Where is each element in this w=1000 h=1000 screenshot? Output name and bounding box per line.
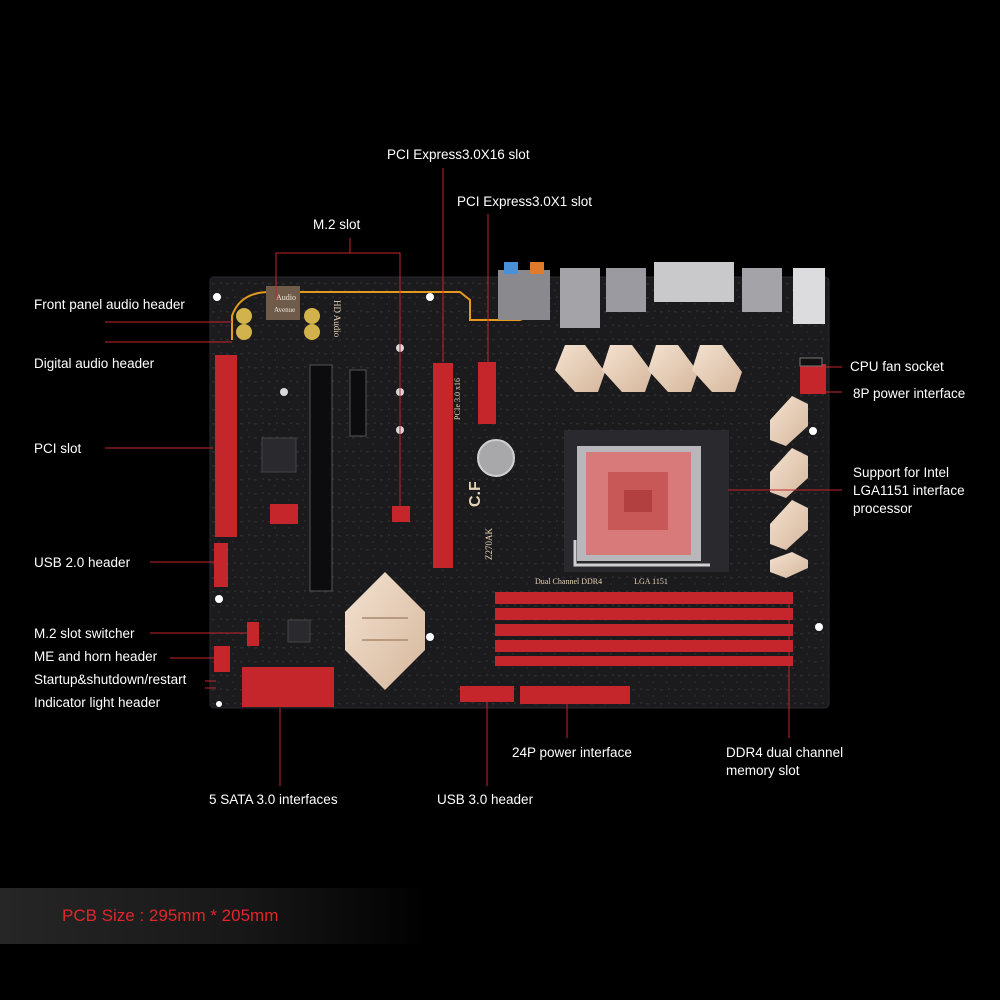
- cpu-socket: [564, 430, 729, 572]
- label-8p-power: 8P power interface: [853, 386, 966, 401]
- pcie-print: PCIe 3.0 x16: [453, 378, 462, 420]
- sata-ports: [242, 667, 334, 707]
- pcb-size-banner: [0, 888, 430, 944]
- mounting-holes: [213, 293, 823, 707]
- pcie-x16-slot: [433, 363, 453, 568]
- label-pcie-x1: PCI Express3.0X1 slot: [457, 194, 593, 209]
- label-pcie-x16: PCI Express3.0X16 slot: [387, 147, 530, 162]
- label-usb2-header: USB 2.0 header: [34, 555, 131, 570]
- label-front-panel-audio: Front panel audio header: [34, 297, 185, 312]
- super-io-chip: [287, 619, 311, 643]
- label-m2-switcher: M.2 slot switcher: [34, 626, 135, 641]
- label-me-horn: ME and horn header: [34, 649, 158, 664]
- audio-chip-label: Audio: [276, 293, 296, 302]
- pcie-x1-slot-black: [349, 369, 367, 437]
- label-indicator: Indicator light header: [34, 695, 161, 710]
- audio-trace: [231, 291, 541, 340]
- dual-channel-print: Dual Channel DDR4: [535, 577, 602, 586]
- m2-switcher-jumper: [247, 622, 259, 646]
- label-usb3-header: USB 3.0 header: [437, 792, 534, 807]
- usb2-header-connector: [214, 543, 228, 587]
- chipset-heatsink: [345, 572, 425, 690]
- chipset-heatsink-detail: [362, 617, 408, 641]
- vrm-heatsink-top: [555, 345, 742, 392]
- rear-io-panel: [498, 262, 825, 328]
- m2-connector: [392, 506, 410, 522]
- atx-24pin-connector: [520, 686, 630, 704]
- vrm-heatsink-right: [770, 396, 808, 578]
- pci-slot: [215, 355, 237, 537]
- label-startup: Startup&shutdown/restart: [34, 672, 187, 687]
- usb3-header-connector: [460, 686, 514, 702]
- label-cpu-fan: CPU fan socket: [850, 359, 944, 374]
- model-name: Z270AK: [484, 528, 494, 560]
- eight-pin-power-connector: [800, 364, 826, 394]
- label-digital-audio: Digital audio header: [34, 356, 155, 371]
- cpu-fan-header: [799, 357, 823, 367]
- audio-chip: [266, 286, 300, 320]
- cmos-battery: [477, 439, 515, 477]
- io-chip: [261, 437, 297, 473]
- label-ddr4: DDR4 dual channel memory slot: [726, 745, 844, 778]
- hd-audio-print: HD Audio: [332, 300, 342, 338]
- socket-print: LGA 1151: [634, 577, 668, 586]
- label-sata: 5 SATA 3.0 interfaces: [209, 792, 338, 807]
- model-logo: C.F: [467, 481, 484, 507]
- leader-lines: [105, 168, 842, 786]
- label-24p-power: 24P power interface: [512, 745, 632, 760]
- m2-connector-2: [270, 504, 298, 524]
- label-m2-slot: M.2 slot: [313, 217, 361, 232]
- pcb-size-text: PCB Size : 295mm * 205mm: [62, 906, 279, 925]
- audio-chip-label-2: Avenue: [274, 306, 295, 314]
- ddr4-memory-slots: [495, 592, 793, 666]
- audio-capacitors: [236, 308, 320, 340]
- front-panel-header: [214, 646, 230, 672]
- label-cpu-support: Support for Intel LGA1151 interface proc…: [853, 465, 965, 516]
- label-pci-slot: PCI slot: [34, 441, 82, 456]
- pcie-x16-slot-black: [309, 364, 333, 592]
- pcie-x1-slot: [478, 362, 496, 424]
